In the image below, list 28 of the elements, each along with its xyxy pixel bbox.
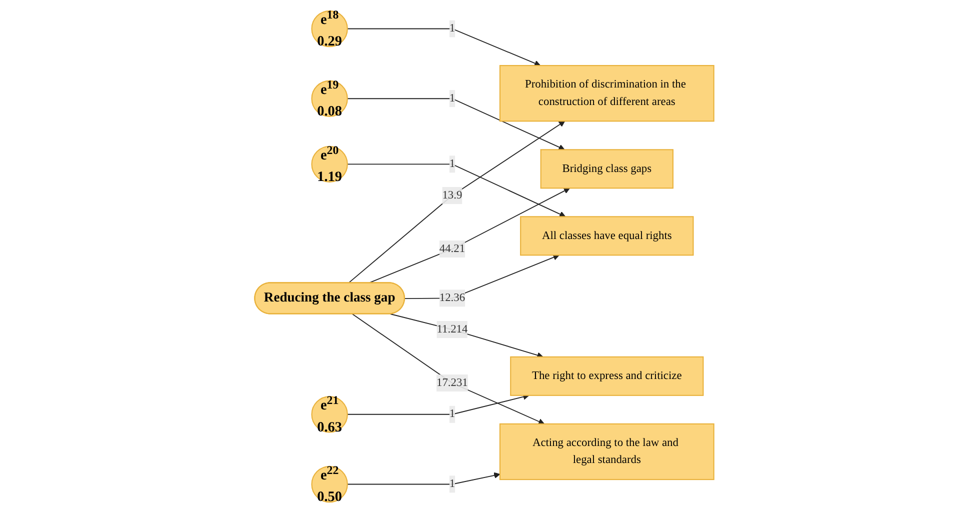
arrow (346, 28, 540, 66)
arrow (346, 472, 500, 485)
edge-label: 44.21 (439, 242, 465, 255)
edge-label: 1 (449, 92, 455, 104)
edge-label: 13.9 (442, 189, 462, 202)
node-box: Bridging class gaps (540, 149, 674, 189)
arrow (390, 314, 544, 358)
node-box: All classes have equal rights (520, 216, 694, 256)
node-box: The right to express and criticize (510, 356, 704, 396)
arrow (352, 314, 544, 424)
node-circle: e$^{19}$ 0.08 (310, 80, 348, 117)
node-circle: e$^{22}$ 0.50 (310, 466, 348, 503)
edge-label: 1 (449, 408, 455, 420)
node-circle: e$^{18}$ 0.29 (310, 10, 348, 48)
edge-label: 1 (449, 478, 455, 490)
arrow (346, 394, 530, 415)
node-box: Acting according to the law and legal standards (499, 423, 714, 480)
edge-label: 1 (449, 22, 455, 34)
edge-label: 1 (449, 158, 455, 170)
edge-label: 11.214 (436, 323, 468, 336)
node-circle: e$^{21}$ 0.63 (310, 396, 348, 433)
arrow (346, 164, 566, 218)
edge-label: 12.36 (439, 292, 465, 304)
node-box: Prohibition of discrimination in the construction of different areas (499, 65, 714, 122)
arrow (348, 120, 565, 284)
arrow (346, 98, 565, 150)
edge-label: 17.231 (436, 376, 468, 389)
node-circle: e$^{20}$ 1.19 (310, 146, 348, 183)
